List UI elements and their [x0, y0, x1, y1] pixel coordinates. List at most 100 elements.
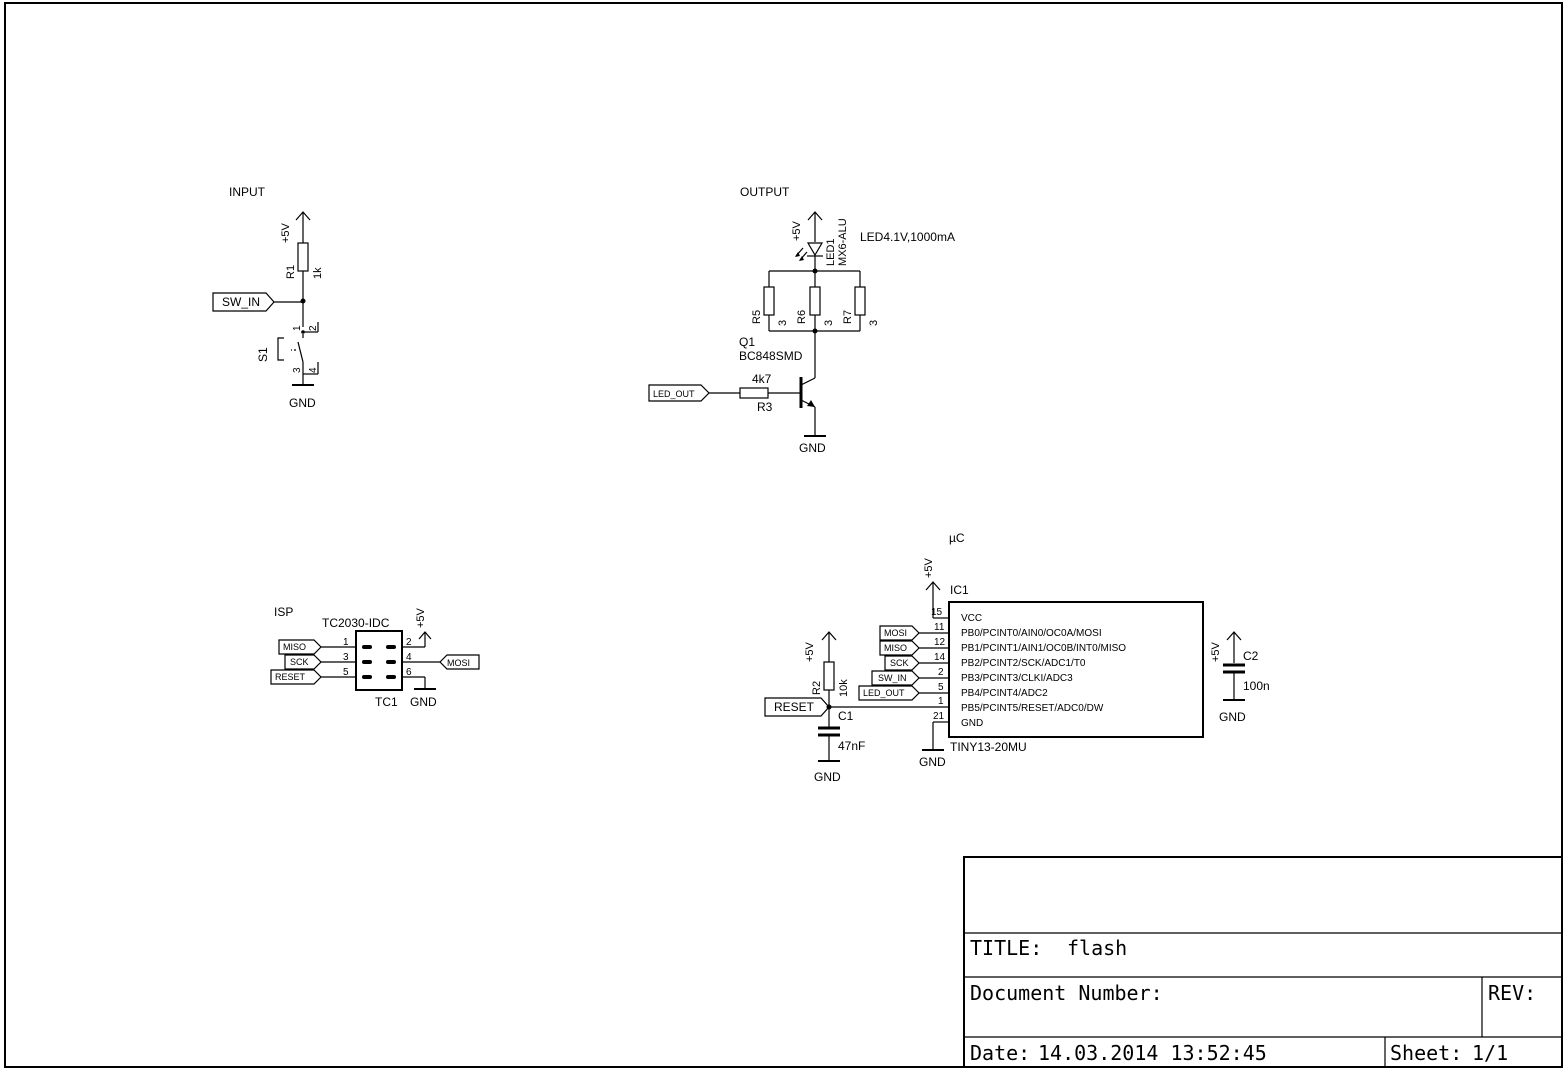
resistor-r1: R1 1k [285, 242, 324, 279]
svg-text:GND: GND [1219, 710, 1246, 724]
svg-text:PB2/PCINT2/SCK/ADC1/T0: PB2/PCINT2/SCK/ADC1/T0 [961, 658, 1086, 669]
svg-text:3: 3 [777, 320, 789, 326]
svg-text:+5V: +5V [804, 641, 816, 662]
net-label-miso: MISO [278, 639, 322, 655]
net-label-reset: RESET [270, 669, 322, 685]
gnd-symbol: GND [799, 435, 826, 455]
gnd-symbol: GND [289, 384, 316, 410]
svg-text:LED_OUT: LED_OUT [863, 688, 905, 698]
vcc-symbol: +5V [280, 211, 311, 243]
svg-text:2: 2 [308, 325, 319, 331]
svg-text:R2: R2 [811, 681, 823, 695]
svg-text:12: 12 [934, 637, 946, 648]
svg-text:5: 5 [938, 682, 944, 693]
sheet-frame [4, 2, 1563, 1068]
input-section-title: INPUT [229, 185, 266, 199]
vcc-symbol: +5V [415, 607, 432, 647]
switch-s1: 1 2 3 4 S1 [256, 322, 319, 385]
led-name: LED1 [825, 238, 837, 266]
svg-text:MOSI: MOSI [447, 658, 470, 668]
svg-text:MISO: MISO [283, 642, 306, 652]
s1-name: S1 [256, 347, 270, 362]
led-part: MX6-ALU [837, 218, 849, 266]
uc-block: µC +5V IC1 TINY13-20MU 15 VCC 11 PB0/PCI… [764, 531, 1270, 784]
vcc-symbol: +5V [1210, 631, 1242, 663]
ic1-pin-pb3: 2 PB3/PCINT3/CLKI/ADC3 SW_IN [871, 667, 1073, 686]
svg-text:C2: C2 [1243, 649, 1259, 663]
document-number-label: Document Number: [970, 981, 1163, 1005]
svg-text:+5V: +5V [1210, 641, 1222, 662]
svg-text:LED_OUT: LED_OUT [653, 389, 695, 399]
net-label-mosi: MOSI [439, 654, 480, 670]
svg-text:21: 21 [933, 711, 945, 722]
svg-text:4: 4 [406, 652, 412, 663]
svg-text:VCC: VCC [961, 613, 982, 624]
resistor-r2: R2 10k [811, 661, 850, 728]
svg-text:C1: C1 [838, 709, 854, 723]
svg-text:SCK: SCK [890, 658, 909, 668]
svg-text:4: 4 [308, 367, 319, 373]
revision-label: REV: [1488, 981, 1536, 1005]
vcc-symbol: +5V [791, 211, 823, 242]
tc1-part: TC2030-IDC [322, 616, 390, 630]
svg-text:R5: R5 [751, 310, 763, 324]
isp-block: ISP TC2030-IDC TC1 1 3 5 MISO SCK [270, 605, 480, 709]
svg-text:RESET: RESET [774, 700, 815, 714]
vcc-symbol: +5V [804, 631, 837, 662]
ic1-part: TINY13-20MU [950, 740, 1027, 754]
svg-text:1: 1 [343, 637, 349, 648]
svg-text:1: 1 [292, 325, 303, 331]
input-block: INPUT +5V R1 1k SW_IN 1 2 [212, 185, 324, 410]
svg-text:SW_IN: SW_IN [222, 295, 260, 309]
svg-text:15: 15 [931, 607, 943, 618]
svg-text:1: 1 [938, 696, 944, 707]
uc-section-title: µC [949, 531, 965, 545]
svg-text:3: 3 [343, 652, 349, 663]
tc1-connector-body [355, 630, 403, 691]
ic1-body [948, 601, 1204, 738]
svg-text:2: 2 [406, 637, 412, 648]
svg-text:PB3/PCINT3/CLKI/ADC3: PB3/PCINT3/CLKI/ADC3 [961, 673, 1073, 684]
svg-text:RESET: RESET [275, 672, 306, 682]
svg-text:GND: GND [799, 441, 826, 455]
ic1-pin-gnd: 21 GND GND [919, 711, 983, 769]
q1-name: Q1 [739, 335, 755, 349]
ic1-pin-pb5: 1 PB5/PCINT5/RESET/ADC0/DW [829, 696, 1104, 714]
svg-text:5: 5 [343, 667, 349, 678]
svg-text:10k: 10k [838, 679, 850, 697]
svg-text:GND: GND [289, 396, 316, 410]
title-value: flash [1067, 936, 1127, 960]
ic1-pin-pb4: 5 PB4/PCINT4/ADC2 LED_OUT [858, 682, 1048, 701]
net-label-sck: SCK [284, 654, 322, 670]
isp-section-title: ISP [274, 605, 293, 619]
svg-text:PB4/PCINT4/ADC2: PB4/PCINT4/ADC2 [961, 688, 1048, 699]
r3-name: R3 [757, 400, 773, 414]
output-section-title: OUTPUT [740, 185, 790, 199]
resistor-r3: 4k7 R3 [709, 372, 801, 414]
svg-text:MOSI: MOSI [884, 628, 907, 638]
resistor-r7 [854, 286, 866, 316]
resistor-r5 [763, 286, 775, 316]
svg-text:MISO: MISO [884, 643, 907, 653]
net-label-sw-in [871, 670, 920, 686]
net-label-miso [879, 640, 920, 656]
svg-text:14: 14 [934, 652, 946, 663]
junction-dot [300, 298, 306, 304]
svg-text:3: 3 [868, 320, 880, 326]
svg-text:GND: GND [814, 770, 841, 784]
ic1-pin-pb0: 11 PB0/PCINT0/AIN0/OC0A/MOSI MOSI [879, 622, 1102, 641]
svg-text:PB5/PCINT5/RESET/ADC0/DW: PB5/PCINT5/RESET/ADC0/DW [961, 703, 1104, 714]
output-block: OUTPUT +5V LED1 MX6-ALU LED4.1V,1000mA [648, 185, 955, 455]
net-label-sck [884, 655, 920, 671]
gnd-symbol: GND [410, 677, 437, 709]
r1-value: 1k [312, 267, 324, 279]
svg-text:SCK: SCK [290, 657, 309, 667]
svg-text:GND: GND [410, 695, 437, 709]
tc1-name: TC1 [375, 695, 398, 709]
svg-text:+5V: +5V [791, 220, 803, 241]
supply-label: +5V [280, 222, 292, 243]
transistor-q1: Q1 BC848SMD [739, 335, 816, 436]
svg-text:100n: 100n [1243, 679, 1270, 693]
resistor-r6 [809, 286, 821, 316]
